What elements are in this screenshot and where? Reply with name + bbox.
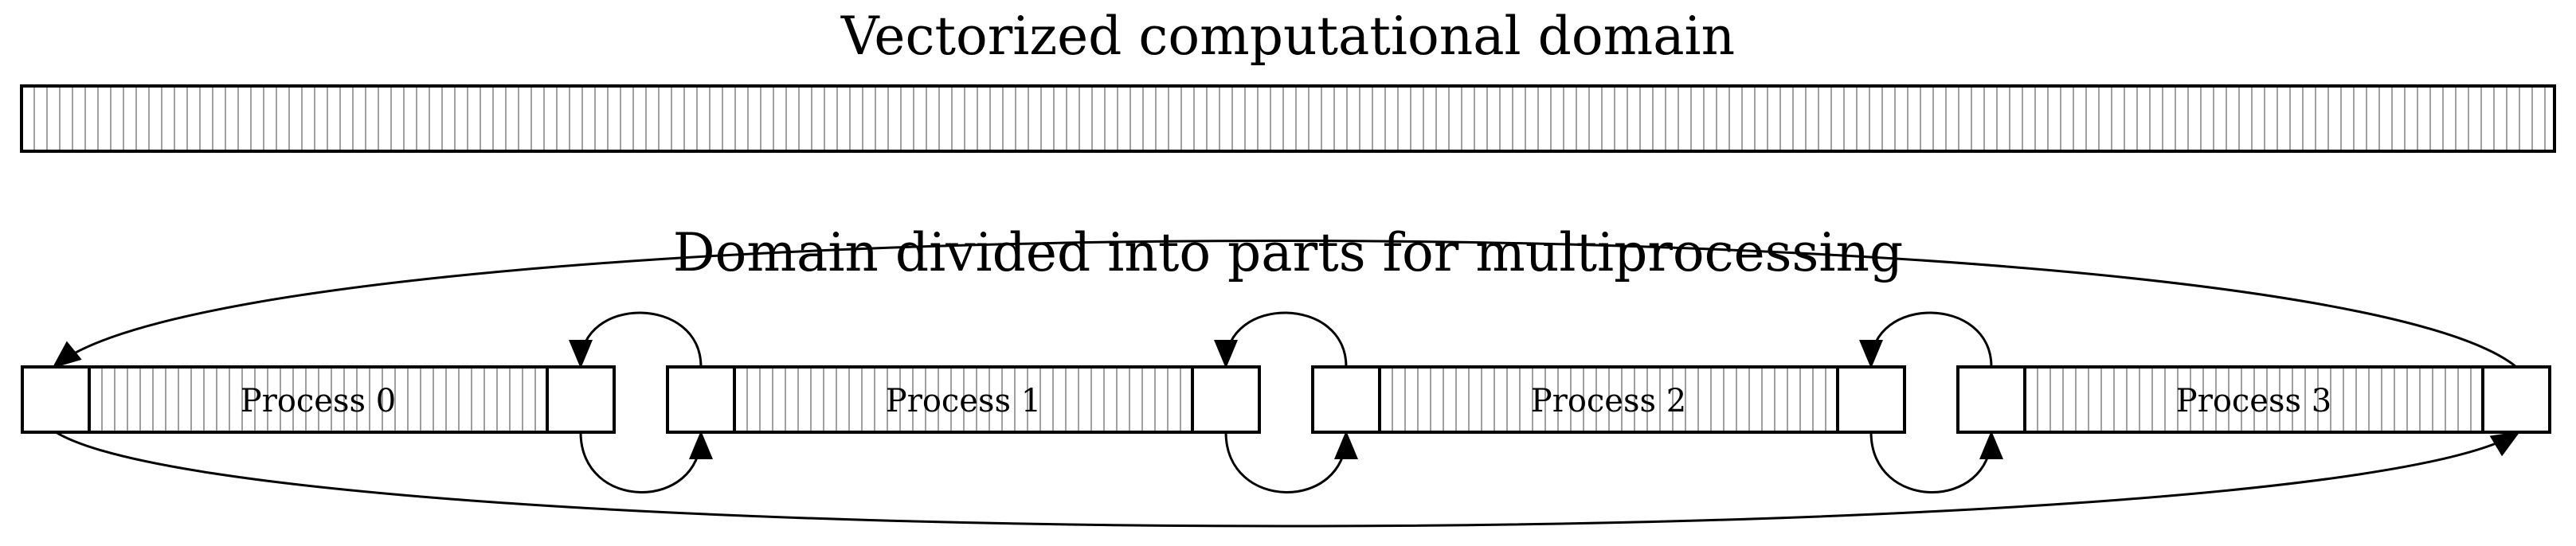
process-block: Process 1 [666,365,1261,434]
ghost-cell-right [546,365,616,434]
vectorized-domain [20,84,2556,153]
periodic-arrow-top [52,240,2517,369]
process-block: Process 0 [21,365,616,434]
periodic-arrow-bottom [55,431,2521,528]
vectorized-domain-cells [33,86,2546,151]
ghost-cell-left [1311,365,1381,434]
halo-exchange-arrow-bottom [1224,431,1358,493]
halo-exchange-arrow-bottom [579,431,713,493]
process-blocks: Process 0 Process 1 Process 2 Process 3 [21,365,2551,434]
halo-exchange-arrow-bottom [1869,431,2003,493]
process-block: Process 3 [1956,365,2551,434]
process-label: Process 3 [2176,383,2331,419]
process-label: Process 0 [241,383,396,419]
halo-exchange-arrow-top [1859,311,1993,369]
bottom-title: Domain divided into parts for multiproce… [673,222,1904,283]
vectorized-domain-border [20,84,2556,153]
ghost-cell-left [666,365,736,434]
communication-arrows [52,240,2521,528]
ghost-cell-right [1836,365,1906,434]
ghost-cell-left [21,365,91,434]
ghost-cell-right [1191,365,1261,434]
process-label: Process 1 [886,383,1041,419]
top-title: Vectorized computational domain [840,6,1735,67]
ghost-cell-left [1956,365,2026,434]
halo-exchange-arrow-top [1214,311,1348,369]
ghost-cell-right [2481,365,2551,434]
process-label: Process 2 [1531,383,1686,419]
halo-exchange-arrow-top [569,311,703,369]
process-block: Process 2 [1311,365,1906,434]
